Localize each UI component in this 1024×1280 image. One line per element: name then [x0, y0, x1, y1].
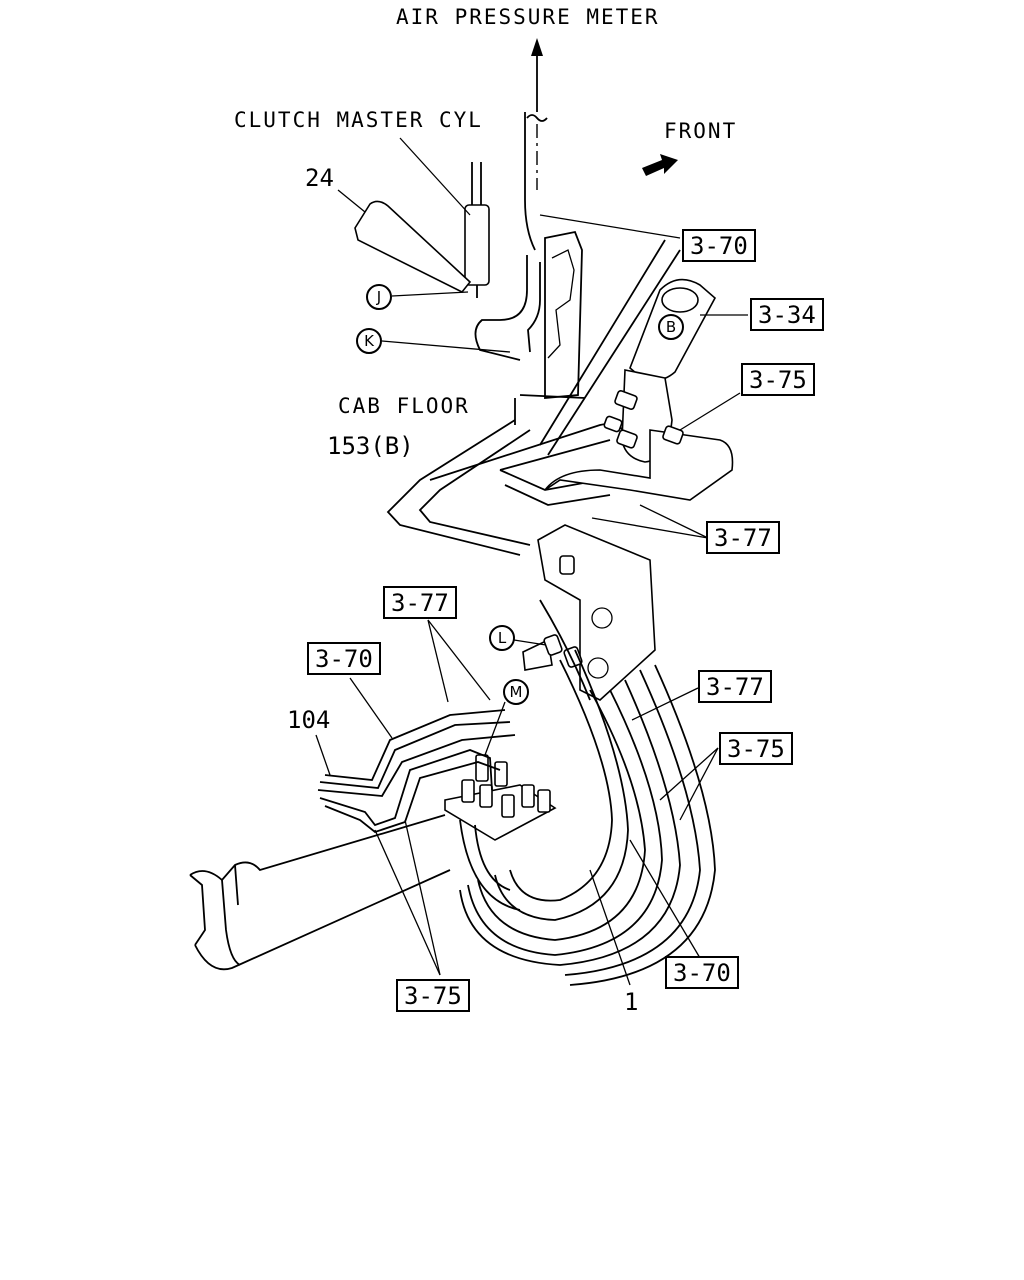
pipe-bundle-u-bend — [459, 599, 719, 986]
callout-k: K — [356, 328, 382, 354]
cab-floor-label: CAB FLOOR — [338, 394, 470, 418]
ref-3-77-left[interactable]: 3-77 — [383, 586, 457, 619]
mounting-bracket — [522, 504, 709, 701]
clutch-pedal — [337, 189, 472, 294]
ref-3-70-left[interactable]: 3-70 — [307, 642, 381, 675]
front-arrow-icon — [642, 154, 678, 176]
chassis-frame-rail — [189, 814, 451, 971]
part-104-label: 104 — [287, 706, 331, 734]
ref-3-77-right-upper[interactable]: 3-77 — [706, 521, 780, 554]
air-pressure-meter-label: AIR PRESSURE METER — [396, 5, 660, 29]
part-24-label: 24 — [305, 164, 334, 192]
air-pressure-arrow — [524, 38, 548, 251]
callout-m: M — [503, 679, 529, 705]
callout-b: B — [658, 314, 684, 340]
ref-3-75-bottom[interactable]: 3-75 — [396, 979, 470, 1012]
ref-3-70-top[interactable]: 3-70 — [682, 229, 756, 262]
cab-floor-panel — [514, 214, 681, 425]
ref-3-70-bottom[interactable]: 3-70 — [665, 956, 739, 989]
callout-j: J — [366, 284, 392, 310]
callout-l: L — [489, 625, 515, 651]
part-1-label: 1 — [624, 988, 639, 1016]
front-label: FRONT — [664, 119, 738, 143]
ref-3-34[interactable]: 3-34 — [750, 298, 824, 331]
relay-valve — [544, 278, 748, 501]
clutch-master-cyl-label: CLUTCH MASTER CYL — [234, 108, 483, 132]
pipe-104 — [315, 619, 521, 976]
clutch-master-cylinder — [399, 137, 490, 298]
ref-3-77-right-lower[interactable]: 3-77 — [698, 670, 772, 703]
part-153b-label: 153(B) — [327, 432, 414, 460]
ref-3-75-right[interactable]: 3-75 — [741, 363, 815, 396]
ref-3-75-right-lower[interactable]: 3-75 — [719, 732, 793, 765]
